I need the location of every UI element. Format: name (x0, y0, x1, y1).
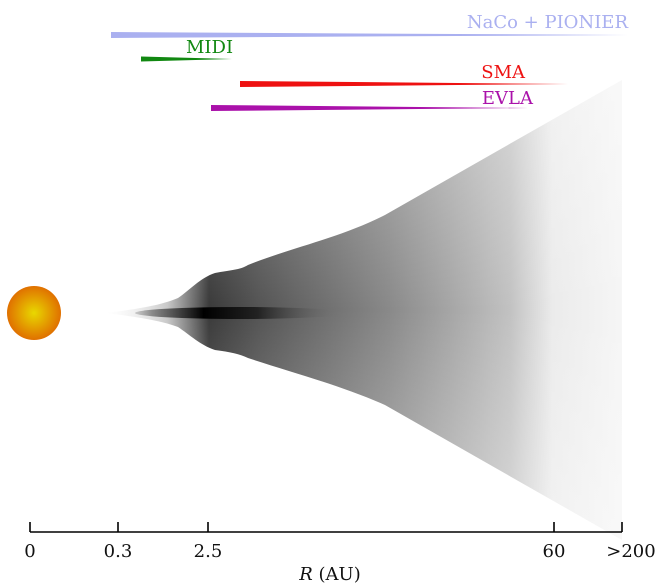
radius-axis: 0 0.3 2.5 60 >200 (24, 522, 656, 562)
axis-variable: R (298, 564, 313, 583)
axis-tick-label: 0 (24, 541, 35, 562)
instrument-label: SMA (481, 62, 526, 83)
disk-midplane (135, 307, 345, 319)
axis-tick-label: 2.5 (194, 541, 223, 562)
axis-tick-label: 60 (543, 541, 566, 562)
instrument-midi: MIDI (141, 37, 233, 62)
coverage-wedge (240, 81, 568, 87)
axis-title: R (AU) (298, 564, 361, 583)
instrument-coverage: NaCo + PIONIER MIDI SMA EVLA (111, 12, 628, 111)
instrument-label: MIDI (186, 37, 233, 58)
axis-tick-label: >200 (606, 541, 655, 562)
disk-edge-fade (105, 80, 622, 540)
coverage-wedge (141, 56, 232, 62)
instrument-naco-pionier: NaCo + PIONIER (111, 12, 628, 38)
star (7, 286, 61, 340)
instrument-label: EVLA (482, 88, 534, 109)
axis-tick-label: 0.3 (104, 541, 133, 562)
instrument-sma: SMA (240, 62, 568, 87)
coverage-wedge (211, 105, 528, 111)
coverage-wedge (111, 32, 628, 38)
axis-unit: (AU) (319, 564, 361, 583)
instrument-label: NaCo + PIONIER (467, 12, 629, 33)
instrument-evla: EVLA (211, 88, 534, 111)
